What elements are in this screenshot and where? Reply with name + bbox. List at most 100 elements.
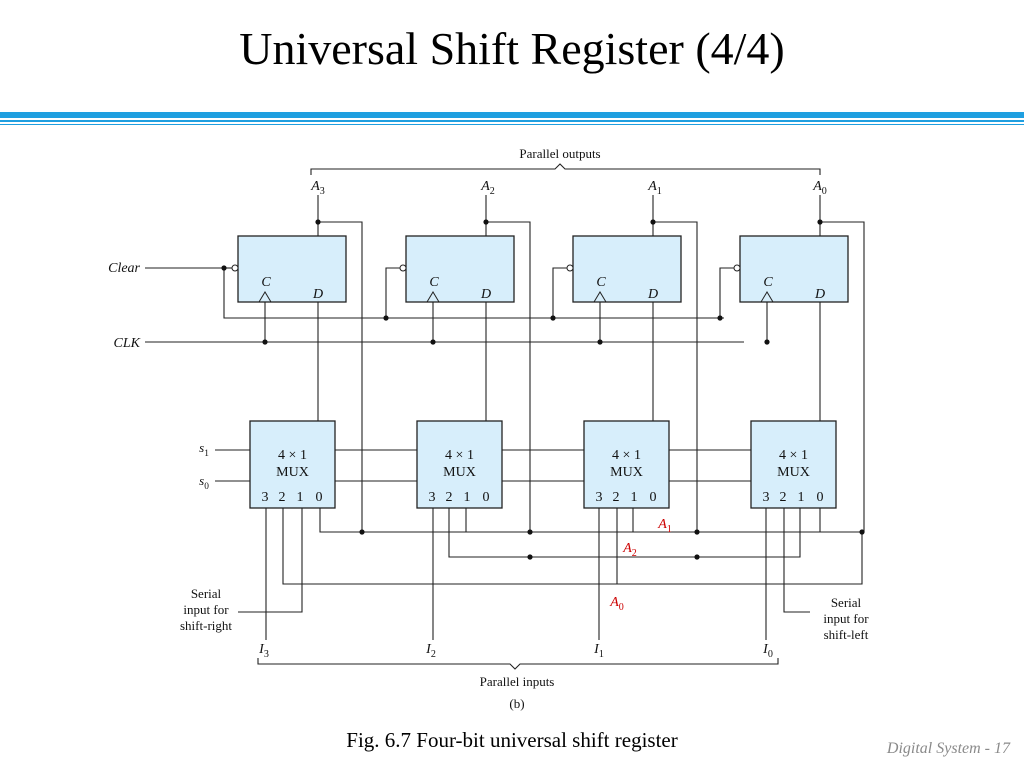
junction-dot <box>483 219 489 225</box>
feedback-line <box>486 221 531 532</box>
mux-pin-label: 0 <box>817 490 824 505</box>
annotation-A1: A1 <box>657 517 672 535</box>
clock-triangle <box>258 291 272 303</box>
junction-dot <box>430 339 436 345</box>
input-label-I2: I2 <box>425 642 436 660</box>
feedback-line <box>820 221 865 532</box>
junction-dot <box>859 529 865 535</box>
select-s1-label: s1 <box>199 440 209 459</box>
mux-pin-label: 1 <box>464 490 471 505</box>
output-label-A1: A1 <box>647 179 662 197</box>
serial-right-line <box>238 508 303 613</box>
ff-clock-pin-label: C <box>596 275 606 290</box>
mux-box <box>750 420 837 509</box>
diagram-sublabel: (b) <box>509 696 524 711</box>
clear-bubble <box>566 264 574 272</box>
junction-dot <box>597 339 603 345</box>
mux-size-label: 4 × 1 <box>278 448 307 463</box>
ff-clock-pin-label: C <box>763 275 773 290</box>
component-boxes <box>231 235 849 509</box>
mux4-pin2 <box>700 508 801 558</box>
serial-left-line3: shift-left <box>824 627 869 642</box>
junction-dot <box>817 219 823 225</box>
serial-left-line <box>783 508 810 613</box>
ff-data-pin-label: D <box>312 287 323 302</box>
junction-dot <box>315 219 321 225</box>
output-label-A2: A2 <box>480 179 495 197</box>
mux-pin-label: 0 <box>483 490 490 505</box>
slide-footer: Digital System - 17 <box>886 740 1010 757</box>
mux-box <box>583 420 670 509</box>
mux-pin-label: 3 <box>596 490 603 505</box>
mux-name-label: MUX <box>610 465 643 480</box>
ff-clock-pin-label: C <box>261 275 271 290</box>
mux-pin-label: 1 <box>631 490 638 505</box>
mux-pin-label: 1 <box>297 490 304 505</box>
mux-name-label: MUX <box>777 465 810 480</box>
junction-dot <box>527 529 533 535</box>
clear-bubble <box>399 264 407 272</box>
junction-dot <box>262 339 268 345</box>
mux-pin-label: 2 <box>279 490 286 505</box>
mux-pin-label: 0 <box>650 490 657 505</box>
junction-dot <box>383 315 389 321</box>
mux-size-label: 4 × 1 <box>445 448 474 463</box>
bus-c <box>282 508 863 585</box>
feedback-line <box>653 221 698 532</box>
ff-clock-pin-label: C <box>429 275 439 290</box>
clear-bubble <box>733 264 741 272</box>
clear-bus <box>223 268 724 319</box>
bus-a <box>319 508 862 533</box>
junction-dot <box>764 339 770 345</box>
mux-size-label: 4 × 1 <box>612 448 641 463</box>
flip-flop-box <box>405 235 515 303</box>
mux-name-label: MUX <box>443 465 476 480</box>
figure-caption: Fig. 6.7 Four-bit universal shift regist… <box>346 728 678 752</box>
feedback-line <box>318 221 363 532</box>
mux-box <box>416 420 503 509</box>
wires <box>145 163 865 670</box>
clock-triangle <box>760 291 774 303</box>
junction-dot <box>550 315 556 321</box>
mux-pin-label: 2 <box>613 490 620 505</box>
mux-pin-label: 3 <box>763 490 770 505</box>
flip-flop-box <box>739 235 849 303</box>
input-label-I0: I0 <box>762 642 773 660</box>
clear-branch <box>719 267 734 318</box>
slide-title: Universal Shift Register (4/4) <box>239 23 785 74</box>
junction-dot <box>527 554 533 560</box>
mux-name-label: MUX <box>276 465 309 480</box>
junction-dot <box>650 219 656 225</box>
ff-data-pin-label: D <box>647 287 658 302</box>
junction-dot <box>221 265 227 271</box>
ff-data-pin-label: D <box>480 287 491 302</box>
serial-right-line2: input for <box>183 602 229 617</box>
parallel-inputs-label: Parallel inputs <box>480 674 555 689</box>
annotation-A0: A0 <box>609 595 624 613</box>
output-label-A3: A3 <box>310 179 325 197</box>
clk-label: CLK <box>114 336 141 351</box>
mux-size-label: 4 × 1 <box>779 448 808 463</box>
inputs-brace <box>257 658 779 670</box>
parallel-outputs-label: Parallel outputs <box>519 146 600 161</box>
serial-left-line1: Serial <box>831 595 862 610</box>
ff-data-pin-label: D <box>814 287 825 302</box>
select-s0-label: s0 <box>199 473 209 492</box>
mux-box <box>249 420 336 509</box>
clock-triangle <box>426 291 440 303</box>
flip-flop-box <box>572 235 682 303</box>
serial-right-line3: shift-right <box>180 618 232 633</box>
clear-branch <box>552 267 567 318</box>
input-label-I3: I3 <box>258 642 269 660</box>
mux-pin-label: 3 <box>429 490 436 505</box>
junction-dot <box>694 554 700 560</box>
mux-pin-label: 2 <box>446 490 453 505</box>
mux-pin-label: 2 <box>780 490 787 505</box>
serial-left-line2: input for <box>823 611 869 626</box>
clock-triangle <box>593 291 607 303</box>
clear-bubble <box>231 264 239 272</box>
mux-pin-label: 3 <box>262 490 269 505</box>
annotation-A2: A2 <box>622 541 637 559</box>
